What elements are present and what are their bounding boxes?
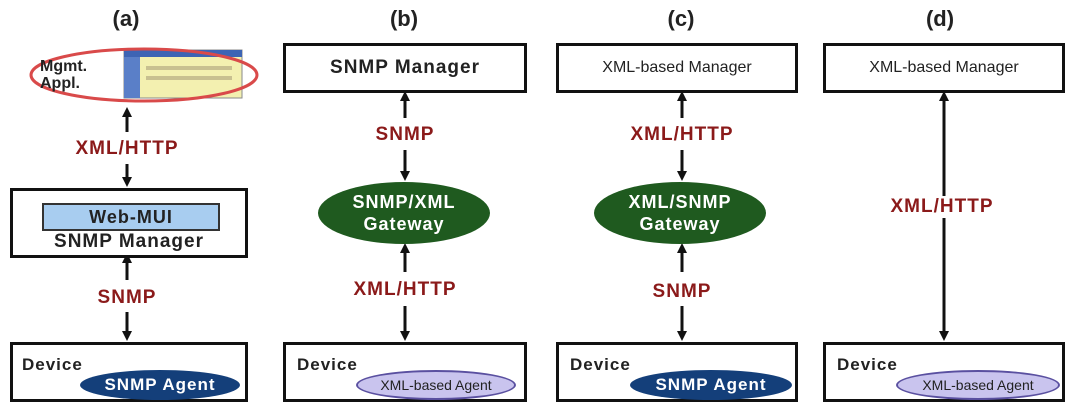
panel-d-xml-manager-label: XML-based Manager bbox=[869, 59, 1019, 76]
panel-a-snmp-agent: SNMP Agent bbox=[80, 370, 240, 400]
panel-d-label: (d) bbox=[925, 6, 955, 31]
panel-c-gateway: XML/SNMP Gateway bbox=[594, 182, 766, 244]
management-application: Mgmt. Appl. bbox=[28, 46, 260, 104]
web-mui-box: Web-MUI bbox=[42, 203, 220, 231]
panel-c-gateway-line2: Gateway bbox=[639, 214, 721, 234]
panel-c-upper-protocol: XML/HTTP bbox=[630, 124, 734, 145]
panel-a-device-label: Device bbox=[22, 355, 83, 374]
panel-c-xml-manager-box: XML-based Manager bbox=[556, 43, 798, 93]
panel-b-xml-agent: XML-based Agent bbox=[356, 370, 516, 400]
panel-b-lower-protocol: XML/HTTP bbox=[353, 279, 457, 300]
panel-b-upper-protocol: SNMP bbox=[375, 124, 435, 145]
panel-d-xml-manager-box: XML-based Manager bbox=[823, 43, 1065, 93]
panel-a-lower-protocol: SNMP bbox=[97, 287, 157, 308]
mgmt-appl-label: Mgmt. Appl. bbox=[40, 58, 88, 92]
panel-c-device-label: Device bbox=[570, 355, 631, 374]
panel-b-snmp-manager-box: SNMP Manager bbox=[283, 43, 527, 93]
panel-b-label: (b) bbox=[389, 6, 419, 31]
app-window-graphic bbox=[29, 47, 259, 103]
panel-d-device-label: Device bbox=[837, 355, 898, 374]
panel-b-gateway: SNMP/XML Gateway bbox=[318, 182, 490, 244]
panel-b-snmp-manager-label: SNMP Manager bbox=[330, 57, 480, 78]
panel-a-snmp-manager-label: SNMP Manager bbox=[54, 231, 204, 252]
panel-c-lower-protocol: SNMP bbox=[652, 281, 712, 302]
panel-b-gateway-line1: SNMP/XML bbox=[352, 192, 456, 212]
panel-c-gateway-line1: XML/SNMP bbox=[628, 192, 732, 212]
panel-c-xml-manager-label: XML-based Manager bbox=[602, 59, 752, 76]
panel-b-device-label: Device bbox=[297, 355, 358, 374]
panel-d-protocol: XML/HTTP bbox=[862, 196, 1022, 218]
panel-a-upper-protocol: XML/HTTP bbox=[75, 138, 179, 159]
panel-c-snmp-agent: SNMP Agent bbox=[630, 370, 792, 400]
app-ellipse-outline bbox=[29, 47, 259, 103]
panel-b-gateway-line2: Gateway bbox=[363, 214, 445, 234]
panel-a-label: (a) bbox=[112, 6, 140, 31]
panel-d-xml-agent: XML-based Agent bbox=[896, 370, 1060, 400]
panel-c-label: (c) bbox=[667, 6, 695, 31]
